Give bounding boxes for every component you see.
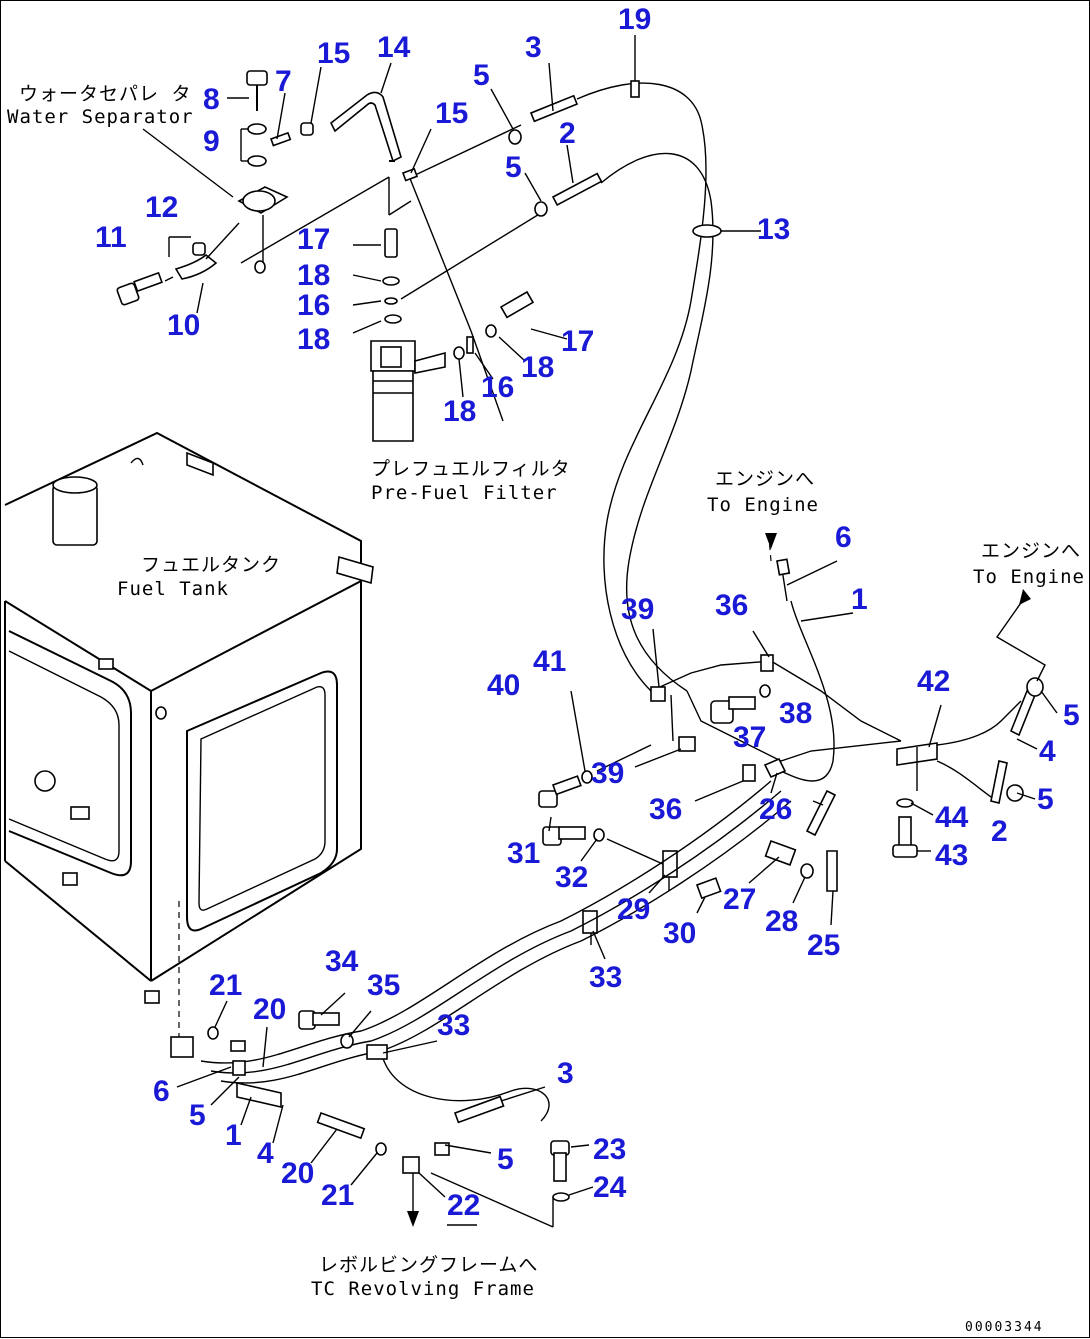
- callout-5d: 5: [1037, 783, 1054, 816]
- callout-1b: 1: [225, 1119, 242, 1152]
- revolving-frame-label-en: TC Revolving Frame: [311, 1278, 535, 1300]
- callout-38: 38: [779, 697, 812, 730]
- drawing-code: 00003344: [965, 1320, 1044, 1335]
- callout-31: 31: [507, 837, 540, 870]
- water-separator-label-en: Water Separator: [7, 106, 194, 128]
- callout-16: 16: [297, 289, 330, 322]
- callout-5b: 5: [505, 151, 522, 184]
- callout-8: 8: [203, 83, 220, 116]
- pre-fuel-filter-label-jp: プレフュエルフィルタ: [371, 458, 571, 480]
- callout-20: 20: [253, 993, 286, 1026]
- fittings-top: [401, 94, 603, 217]
- callout-30: 30: [663, 917, 696, 950]
- callout-4: 4: [1039, 735, 1056, 768]
- callout-13: 13: [757, 213, 790, 246]
- callout-2b: 2: [991, 815, 1008, 848]
- callout-36b: 36: [649, 793, 682, 826]
- callout-32: 32: [555, 861, 588, 894]
- callout-42: 42: [917, 665, 950, 698]
- callout-6b: 6: [153, 1075, 170, 1108]
- callout-23: 23: [593, 1133, 626, 1166]
- callout-28: 28: [765, 905, 798, 938]
- callout-36: 36: [715, 589, 748, 622]
- callout-6: 6: [835, 521, 852, 554]
- to-engine-1-label-en: To Engine: [707, 494, 819, 516]
- callout-19: 19: [618, 3, 651, 36]
- callout-39: 39: [621, 593, 654, 626]
- leader-lines: [176, 35, 1058, 1226]
- callout-43: 43: [935, 839, 968, 872]
- callout-40: 40: [487, 669, 520, 702]
- callout-7: 7: [275, 65, 292, 98]
- water-separator-label-jp: ウォータセパレ タ: [19, 83, 191, 105]
- callout-17: 17: [297, 223, 330, 256]
- callout-3b: 3: [557, 1057, 574, 1090]
- callout-25: 25: [807, 929, 840, 962]
- long-hoses: [576, 80, 761, 692]
- to-engine-2-label-jp: エンジンへ: [981, 540, 1081, 562]
- callout-21: 21: [209, 969, 242, 1002]
- pre-fuel-filter-label-en: Pre-Fuel Filter: [371, 482, 558, 504]
- callout-35: 35: [367, 969, 400, 1002]
- callout-15: 15: [317, 37, 350, 70]
- callout-33: 33: [589, 961, 622, 994]
- callout-33b: 33: [437, 1009, 470, 1042]
- callout-17b: 17: [561, 325, 594, 358]
- water-separator-assembly: [116, 70, 292, 306]
- fuel-tank: [4, 431, 374, 1058]
- callout-20b: 20: [281, 1157, 314, 1190]
- fuel-tank-label-jp: フュエルタンク: [141, 554, 281, 576]
- callout-10: 10: [167, 309, 200, 342]
- callout-14: 14: [377, 31, 411, 64]
- callout-26: 26: [759, 793, 792, 826]
- to-engine-2-label-en: To Engine: [973, 566, 1085, 588]
- callout-4b: 4: [257, 1137, 274, 1170]
- callout-numbers: 19 14 3 15 7 8 5 2 9 15 5 12 11 13 17 18…: [95, 3, 1080, 1222]
- callout-12: 12: [145, 191, 178, 224]
- callout-15b: 15: [435, 97, 468, 130]
- callout-5: 5: [473, 59, 490, 92]
- callout-18: 18: [297, 259, 330, 292]
- callout-2: 2: [559, 117, 576, 150]
- callout-9: 9: [203, 125, 220, 158]
- callout-21b: 21: [321, 1179, 354, 1212]
- guide-lines-top: [240, 124, 542, 422]
- callout-27: 27: [723, 883, 756, 916]
- lower-clamps: [200, 780, 838, 1228]
- callout-5f: 5: [497, 1143, 514, 1176]
- callout-18c: 18: [521, 351, 554, 384]
- callout-34: 34: [325, 945, 359, 978]
- callout-11: 11: [95, 221, 127, 254]
- fuel-tank-label-en: Fuel Tank: [117, 578, 229, 600]
- clamp-assembly-right: [538, 533, 1046, 858]
- callout-1: 1: [851, 583, 868, 616]
- to-engine-1-label-jp: エンジンへ: [715, 468, 815, 490]
- callout-3: 3: [525, 31, 542, 64]
- callout-41: 41: [533, 645, 566, 678]
- callout-24: 24: [593, 1171, 627, 1204]
- text-labels: ウォータセパレ タ Water Separator プレフュエルフィルタ Pre…: [7, 83, 1085, 1335]
- callout-44: 44: [935, 801, 969, 834]
- callout-37: 37: [733, 721, 766, 754]
- callout-5e: 5: [189, 1099, 206, 1132]
- hose-14: [300, 91, 402, 163]
- callout-29: 29: [617, 893, 650, 926]
- callout-18d: 18: [443, 395, 476, 428]
- revolving-frame-label-jp: レボルビングフレームへ: [319, 1254, 538, 1276]
- callout-16b: 16: [481, 371, 514, 404]
- callout-5c: 5: [1063, 699, 1080, 732]
- callout-22: 22: [447, 1189, 480, 1222]
- callout-18b: 18: [297, 323, 330, 356]
- callout-39b: 39: [591, 757, 624, 790]
- pre-fuel-filter: [370, 228, 535, 442]
